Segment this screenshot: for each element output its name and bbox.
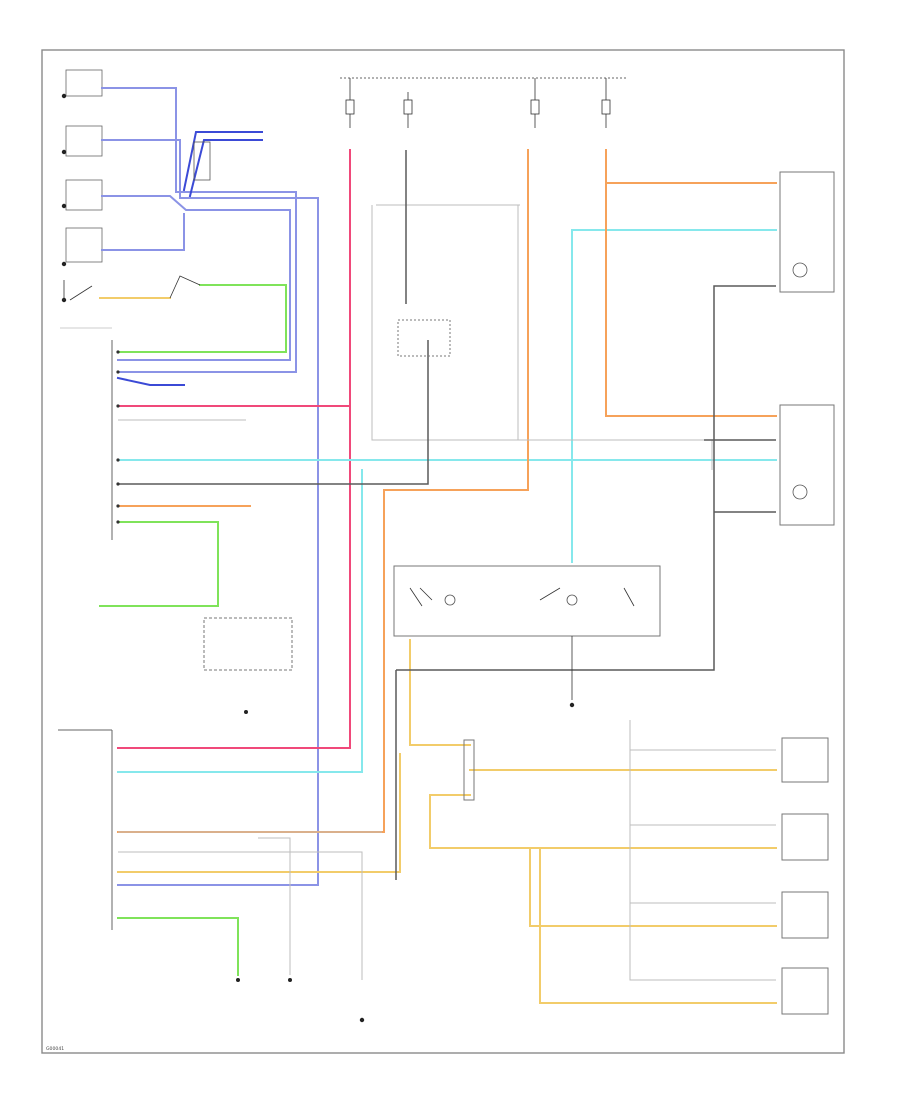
connector-icon [397,319,451,357]
door-switch-icon [65,69,103,97]
fuse-icon [601,99,611,115]
wire-black [118,150,776,880]
diagram-code: G00041 [46,1046,64,1052]
door-switch-icon [65,179,103,211]
wire-gray [118,204,776,981]
motor-icon [779,404,835,526]
door-lock-actuators-right [779,171,835,1015]
motor-icon [781,813,829,861]
relay-icon [393,565,661,708]
motor-icon [781,891,829,939]
ground-icon [288,978,292,982]
connector-icon [463,739,475,801]
ground-icon [244,710,248,714]
ground-icon [61,203,67,209]
ground-icon [236,978,240,982]
splice-icon [116,482,120,486]
body-control-module-upper [60,327,120,540]
body-control-module-lower [58,729,113,930]
ground-icon [359,1017,365,1023]
wire-green [99,275,287,976]
ground-icon [569,702,575,708]
motor-icon [781,737,829,783]
splice-icon [116,458,120,462]
diagram-frame [41,49,845,1054]
wire-pink [117,149,351,749]
ground-icon [61,93,67,99]
ground-icon [61,149,67,155]
motor-icon [781,967,829,1015]
power-bus [340,77,628,128]
wire-blue [101,87,319,886]
splice-icon [116,504,120,508]
ground-icon [61,261,67,267]
motor-icon [779,171,835,293]
fuse-icon [345,99,355,115]
wire-yellow [117,639,777,1004]
fuse-icon [530,99,540,115]
splice-icon [116,350,120,354]
door-switch-icon [65,227,103,263]
wire-orange [117,149,777,833]
splice-icon [116,370,120,374]
wire-cyan [117,229,777,773]
connector-icon [193,141,211,181]
fuse-icon [403,99,413,115]
door-switch-icon [65,125,103,157]
splice-icon [116,404,120,408]
door-switches [61,69,103,303]
ignition-switch-box [203,617,293,671]
splice-icon [116,520,120,524]
